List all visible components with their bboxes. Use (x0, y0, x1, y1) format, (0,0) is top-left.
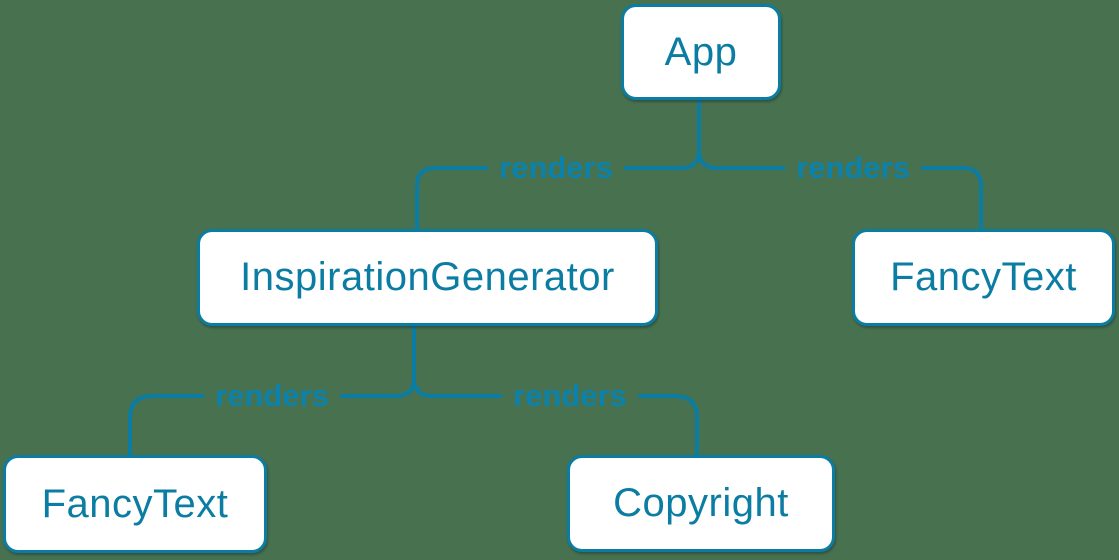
node-fancytext-bottom-label: FancyText (41, 481, 229, 526)
node-fancytext-top-label: FancyText (890, 255, 1077, 299)
node-copyright-label: Copyright (613, 481, 789, 525)
node-inspiration-generator-label: InspirationGenerator (240, 255, 615, 299)
node-app-label: App (664, 29, 738, 74)
node-app: App (621, 4, 781, 100)
edge-app-inspirationgenerator (415, 148, 701, 231)
edge-label-renders-inspirationgenerator-fancytext: renders (204, 378, 340, 414)
node-fancytext-bottom: FancyText (3, 455, 267, 553)
edge-inspirationgenerator-copyright (412, 376, 699, 457)
node-fancytext-top: FancyText (852, 229, 1115, 326)
edge-inspirationgenerator-fancytext (128, 376, 416, 457)
edge-label-renders-app-fancytext: renders (785, 150, 921, 186)
node-inspiration-generator: InspirationGenerator (197, 229, 658, 326)
edge-label-renders-app-inspirationgenerator: renders (488, 150, 624, 186)
edge-label-renders-inspirationgenerator-copyright: renders (502, 378, 638, 414)
edge-app-fancytext (697, 148, 983, 231)
node-copyright: Copyright (567, 455, 835, 552)
